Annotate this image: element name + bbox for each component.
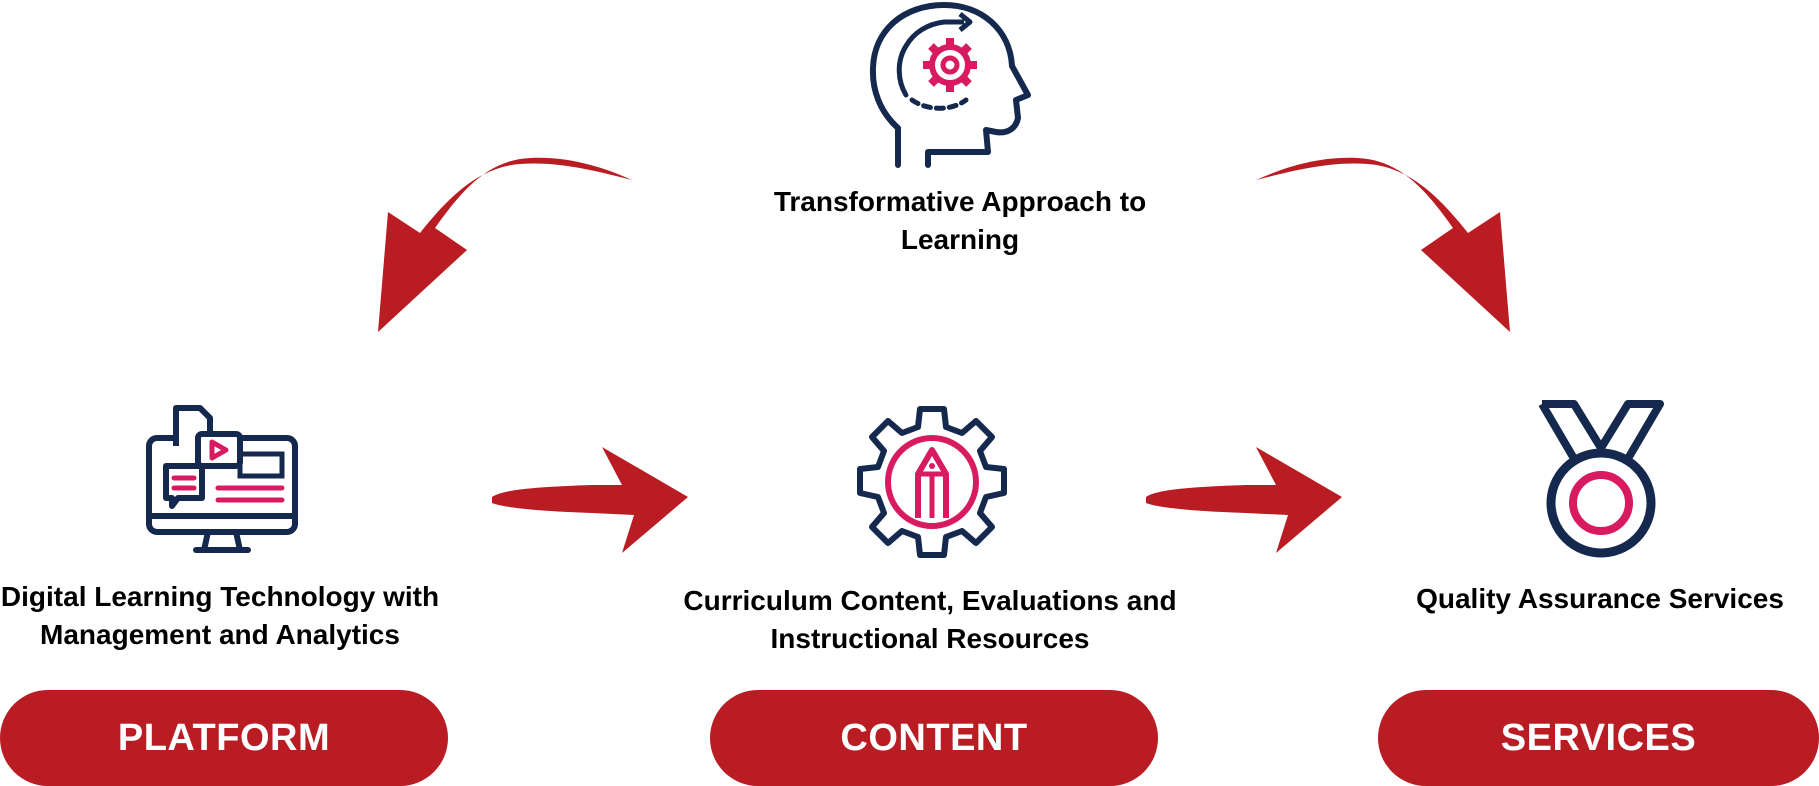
services-label: Quality Assurance Services bbox=[1380, 580, 1819, 618]
gear-pencil-icon bbox=[857, 406, 1007, 558]
content-label-line1: Curriculum Content, Evaluations and bbox=[683, 585, 1177, 616]
straight-arrow-2 bbox=[1146, 447, 1342, 553]
curved-arrow-left bbox=[378, 157, 632, 332]
curved-arrow-right bbox=[1256, 157, 1510, 332]
top-label-line1: Transformative Approach to bbox=[773, 186, 1147, 217]
computer-monitor-media-icon bbox=[146, 405, 298, 553]
top-label-line2: Learning bbox=[900, 224, 1020, 255]
content-label: Curriculum Content, Evaluations and Inst… bbox=[660, 582, 1200, 658]
platform-pill: PLATFORM bbox=[0, 690, 448, 786]
content-pill: CONTENT bbox=[710, 690, 1158, 786]
platform-label-line2: Management and Analytics bbox=[40, 619, 400, 650]
straight-arrow-1 bbox=[492, 447, 688, 553]
medal-icon bbox=[1538, 400, 1664, 558]
content-label-line2: Instructional Resources bbox=[770, 623, 1090, 654]
head-gear-icon bbox=[869, 2, 1031, 168]
top-label: Transformative Approach to Learning bbox=[700, 183, 1220, 259]
platform-label-line1: Digital Learning Technology with bbox=[0, 581, 440, 612]
platform-label: Digital Learning Technology with Managem… bbox=[0, 578, 440, 654]
services-pill: SERVICES bbox=[1378, 690, 1819, 786]
services-label-line1: Quality Assurance Services bbox=[1416, 583, 1784, 614]
